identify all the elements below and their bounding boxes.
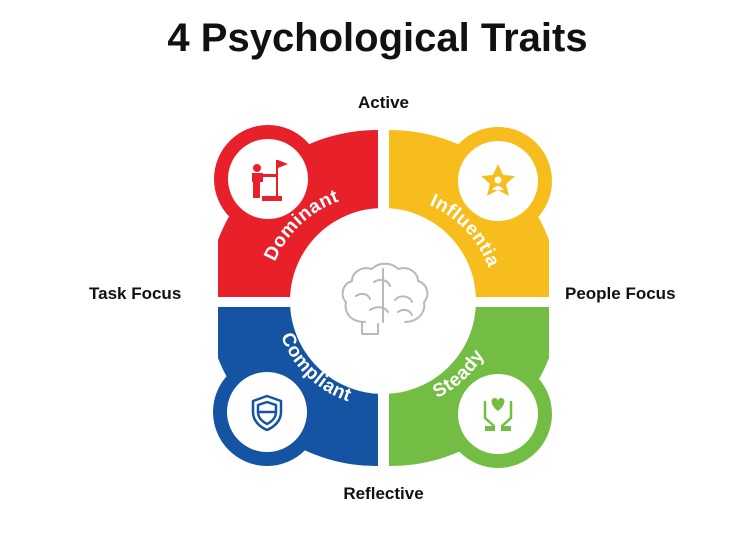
axis-label-reflective: Reflective [343,484,424,503]
axis-label-active: Active [357,93,410,112]
quadrant-dominant-icon-badge [228,139,308,219]
hands-heart-icon [483,398,513,431]
axis-label-people-focus: People Focus [565,284,676,303]
brain-icon [341,262,429,335]
axis-label-task-focus: Task Focus [89,284,182,303]
shield-icon [251,394,283,432]
diagram-title: 4 Psychological Traits [167,16,588,60]
star-person-icon [481,164,515,196]
quadrant-steady-icon-badge [458,374,538,454]
quadrant-steady: Steady [389,307,552,468]
leader-flag-icon [252,160,288,201]
